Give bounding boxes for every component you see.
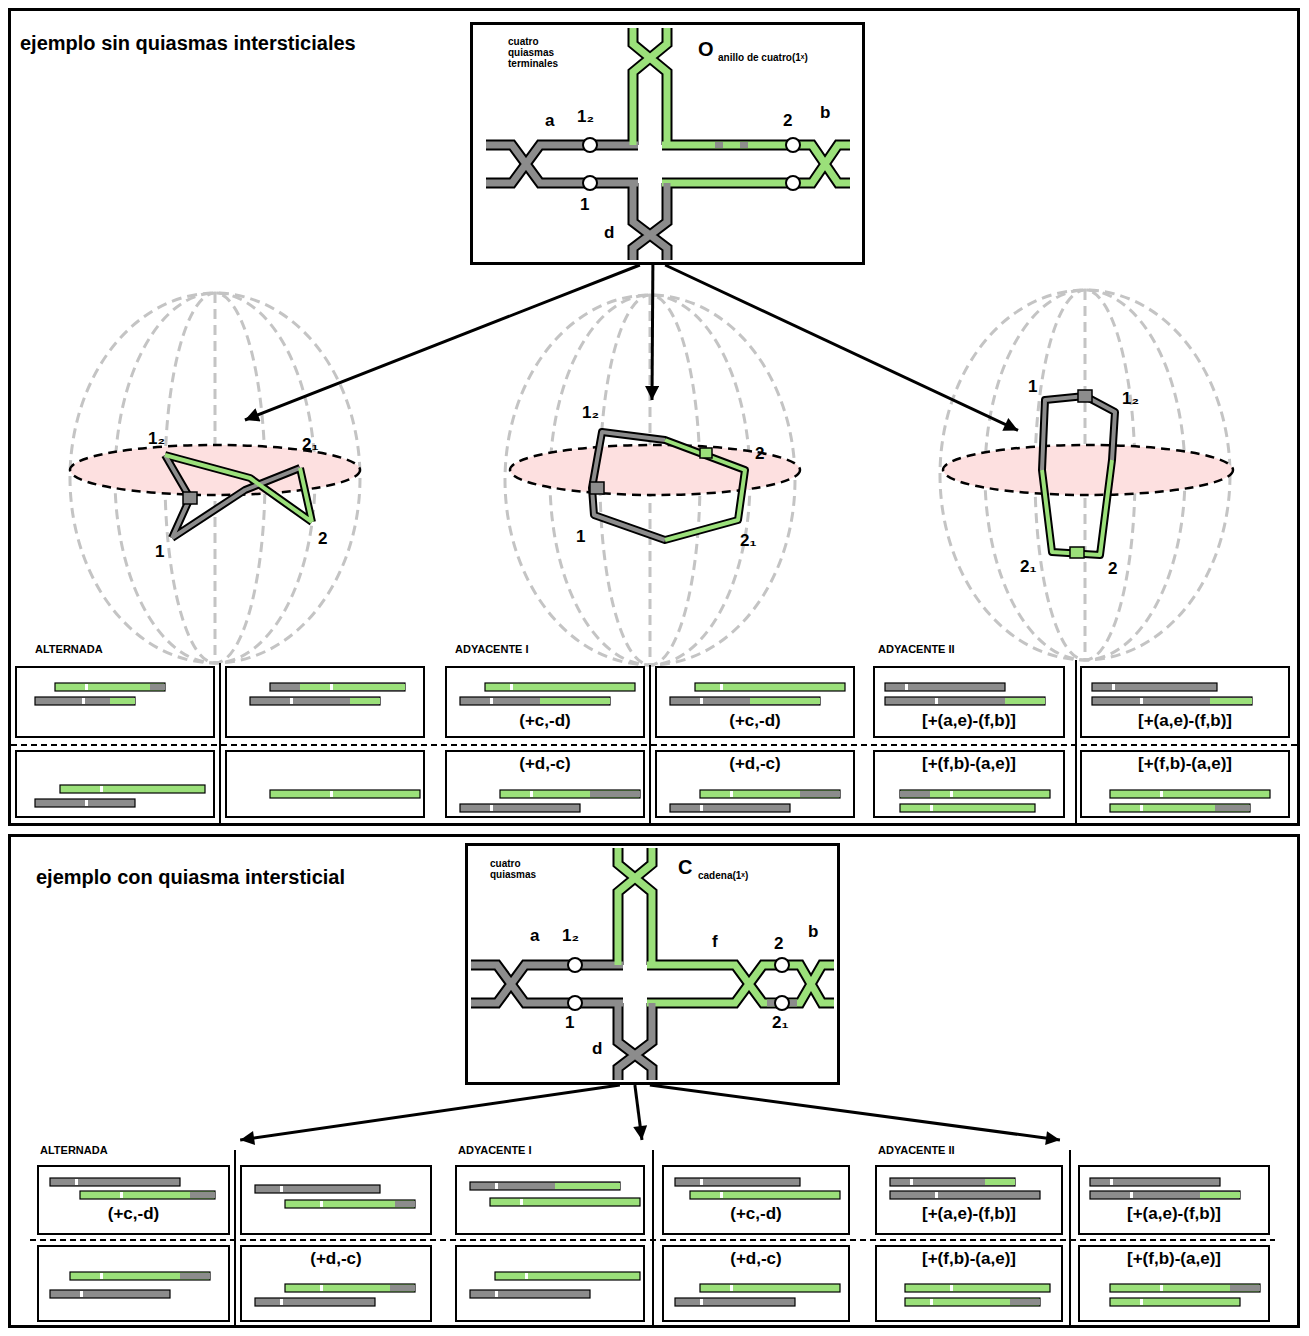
chromosome-label: 1	[576, 528, 585, 547]
segregation-formula: (+c,-d)	[519, 712, 570, 731]
configuration-symbol: C	[678, 856, 692, 878]
segregation-arrow	[245, 265, 640, 420]
chromosome-label: 1₂	[1122, 390, 1139, 409]
segregation-formula: [+(f,b)-(a,e)]	[1127, 1250, 1221, 1269]
arm-label: 1₂	[562, 927, 579, 946]
chromosome-label: 1₂	[582, 404, 599, 423]
configuration-subscript: cadena(1ˣ)	[698, 870, 748, 881]
gamete-box	[16, 667, 644, 1321]
gamete-box: [+(a,e)-(f,b)]	[873, 666, 1065, 738]
segregation-group: ADYACENTE I (+c,-d) (+c,-d) (+d,-c) (+d,-c)	[440, 640, 860, 823]
group-heading: ADYACENTE I	[455, 643, 529, 655]
group-heading: ADYACENTE I	[458, 1144, 532, 1156]
group-heading: ADYACENTE II	[878, 643, 955, 655]
group-heading: ADYACENTE II	[878, 1144, 955, 1156]
segregation-formula: (+c,-d)	[730, 1205, 781, 1224]
segregation-arrow	[240, 1085, 620, 1140]
group-heading: ALTERNADA	[35, 643, 103, 655]
configuration-symbol: O	[698, 38, 714, 60]
panel-title: ejemplo sin quiasmas intersticiales	[20, 32, 356, 54]
gamete-box: [+(f,b)-(a,e)]	[1080, 750, 1290, 818]
arm-label: d	[604, 224, 614, 243]
arm-label: a	[530, 927, 539, 946]
note-text: cuatro quiasmas	[490, 858, 562, 880]
example-panel: ejemplo con quiasma intersticial cuatro q…	[8, 834, 1300, 1328]
divider-line	[11, 660, 1297, 1326]
segregation-group: ALTERNADA	[12, 640, 432, 823]
group-heading: ALTERNADA	[40, 1144, 108, 1156]
segregation-arrow	[635, 1085, 642, 1140]
arm-label: 2	[783, 112, 792, 131]
segregation-formula: [+(a,e)-(f,b)]	[922, 712, 1016, 731]
chromosome-label: 2₁	[302, 436, 319, 455]
segregation-formula: (+c,-d)	[108, 1205, 159, 1224]
arm-label: 1₂	[577, 108, 594, 127]
chromosome-label: 1	[155, 543, 164, 562]
metaphase-figure: 1₂ 2 1 2₁	[575, 400, 775, 560]
arm-label: b	[808, 923, 818, 942]
gamete-box: [+(f,b)-(a,e)]	[1078, 1245, 1270, 1322]
chromosome-label: 1₂	[148, 430, 165, 449]
metaphase-figure: 1₂ 2₁ 1 2	[140, 420, 345, 565]
gamete-box: [+(a,e)-(f,b)]	[875, 1165, 1063, 1235]
gamete-box: (+d,-c)	[662, 1245, 850, 1322]
segregation-formula: [+(f,b)-(a,e)]	[922, 755, 1016, 774]
chromosome-label: 2	[755, 445, 764, 464]
segregation-group: ALTERNADA (+c,-d) (+d,-c)	[30, 1140, 435, 1326]
segregation-formula: (+c,-d)	[729, 712, 780, 731]
arm-label: d	[592, 1040, 602, 1059]
panel-title: ejemplo con quiasma intersticial	[36, 866, 345, 888]
gamete-box: (+d,-c)	[240, 1245, 432, 1322]
segregation-formula: (+d,-c)	[310, 1250, 361, 1269]
segregation-formula: [+(f,b)-(a,e)]	[922, 1250, 1016, 1269]
gamete-box: (+c,-d)	[37, 1165, 230, 1235]
quadrivalent-figure	[165, 390, 1115, 558]
pachytene-cross	[471, 848, 834, 1080]
segregation-group: ADYACENTE II [+(a,e)-(f,b)] [+(a,e)-(f,b)]…	[870, 1140, 1275, 1326]
gamete-box: (+c,-d)	[655, 666, 855, 738]
segregation-arrow	[651, 265, 655, 400]
chromosome-label: 1	[1028, 378, 1037, 397]
arm-label: a	[545, 112, 554, 131]
gamete-box: (+c,-d)	[662, 1165, 850, 1235]
segregation-formula: (+d,-c)	[519, 755, 570, 774]
arm-label: f	[712, 933, 718, 952]
segregation-formula: [+(a,e)-(f,b)]	[922, 1205, 1016, 1224]
segregation-formula: (+d,-c)	[729, 755, 780, 774]
example-panel: ejemplo sin quiasmas intersticiales cuatr…	[8, 8, 1300, 826]
note-text: cuatro quiasmas terminales	[508, 36, 586, 69]
chromosome-label: 2	[1108, 560, 1117, 579]
chromosome-label: 2	[318, 530, 327, 549]
metaphase-figure: 1 1₂ 2₁ 2	[1018, 375, 1153, 582]
arm-label: b	[820, 104, 830, 123]
segregation-arrow	[665, 265, 1018, 430]
gamete-box: [+(f,b)-(a,e)]	[873, 750, 1065, 818]
gamete-box: (+d,-c)	[445, 750, 645, 818]
chromosome-label: 2₁	[1020, 558, 1037, 577]
pairing-diagram-box: cuatro quiasmas Ccadena(1ˣ)	[465, 843, 840, 1085]
segregation-arrow	[650, 1085, 1060, 1140]
segregation-formula: (+d,-c)	[730, 1250, 781, 1269]
segregation-formula: [+(a,e)-(f,b)]	[1127, 1205, 1221, 1224]
configuration-subscript: anillo de cuatro(1ˣ)	[718, 52, 808, 63]
gamete-box: (+d,-c)	[655, 750, 855, 818]
segregation-formula: [+(a,e)-(f,b)]	[1138, 712, 1232, 731]
arm-label: 1	[580, 196, 589, 215]
arm-label: 2₁	[772, 1014, 789, 1033]
segregation-group: ADYACENTE I (+c,-d) (+d,-c)	[450, 1140, 855, 1326]
segregation-formula: [+(f,b)-(a,e)]	[1138, 755, 1232, 774]
pairing-diagram-box: cuatro quiasmas terminales Oanillo de cua…	[470, 22, 865, 265]
chromosome-label: 2₁	[740, 532, 757, 551]
gamete-box: [+(f,b)-(a,e)]	[875, 1245, 1063, 1322]
segregation-group: ADYACENTE II [+(a,e)-(f,b)] [+(a,e)-(f,b)]…	[866, 640, 1296, 823]
gamete-box: [+(a,e)-(f,b)]	[1080, 666, 1290, 738]
gamete-box: (+c,-d)	[445, 666, 645, 738]
arm-label: 2	[774, 935, 783, 954]
gamete-box: [+(a,e)-(f,b)]	[1078, 1165, 1270, 1235]
pachytene-cross	[486, 28, 850, 260]
arm-label: 1	[565, 1014, 574, 1033]
chromosome-bar	[35, 683, 1270, 1306]
